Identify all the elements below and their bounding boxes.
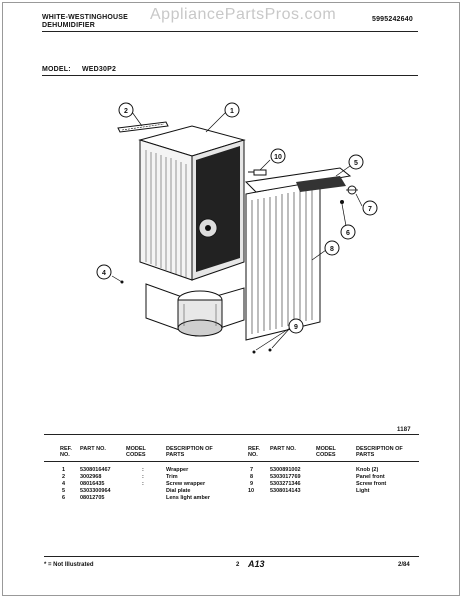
revision-date: 2/84	[398, 562, 410, 568]
header-desc-left: DESCRIPTION OF PARTS	[166, 446, 213, 458]
header-part-left: PART NO.	[80, 446, 106, 452]
ref-no: 4	[62, 481, 66, 487]
light-part	[248, 169, 267, 176]
callout-1: 1	[224, 102, 240, 118]
part-no: 3002968	[80, 474, 102, 480]
callout-8: 8	[324, 240, 340, 256]
exploded-parts-diagram: 1 2 4 5 6 7 8 9 10	[96, 102, 378, 354]
part-description: Trim	[166, 474, 178, 480]
model-code: :	[142, 467, 144, 473]
model-code: :	[142, 481, 144, 487]
wrapper-part	[138, 125, 246, 281]
ref-no: 8	[250, 474, 254, 480]
callout-2: 2	[118, 102, 134, 118]
part-description: Lens light amber	[166, 495, 211, 501]
header-model-left: MODEL CODES	[126, 446, 146, 458]
part-description: Wrapper	[166, 467, 189, 473]
header-model-right: MODEL CODES	[316, 446, 336, 458]
table-header-rule	[44, 461, 419, 462]
ref-no: 6	[62, 495, 66, 501]
part-description: Light	[356, 488, 370, 494]
part-no: 5303017769	[270, 474, 301, 480]
svg-text:7: 7	[368, 206, 372, 213]
callout-10: 10	[270, 148, 286, 164]
not-illustrated-note: * = Not Illustrated	[44, 562, 94, 568]
page-border	[2, 2, 460, 596]
svg-text:6: 6	[346, 230, 350, 237]
screw-front-part-a	[252, 350, 256, 354]
part-description: Screw front	[356, 481, 387, 487]
part-description: Screw wrapper	[166, 481, 206, 487]
part-no: 5303271346	[270, 481, 301, 487]
model-label: MODEL:	[42, 66, 71, 73]
svg-text:9: 9	[294, 324, 298, 331]
svg-text:5: 5	[354, 160, 358, 167]
header-divider	[42, 31, 418, 32]
brand-name: WHITE-WESTINGHOUSE	[42, 14, 129, 21]
lens-part	[340, 200, 344, 204]
header-ref-right: REF. NO.	[248, 446, 260, 458]
part-no: 5308016467	[80, 467, 111, 473]
part-no: 5308014143	[270, 488, 301, 494]
callout-4: 4	[96, 264, 112, 280]
ref-no: 5	[62, 488, 66, 494]
table-top-rule	[44, 434, 419, 435]
ref-no: 2	[62, 474, 66, 480]
svg-text:8: 8	[330, 246, 334, 253]
page-code: A13	[248, 559, 265, 569]
front-panel-part	[245, 179, 321, 341]
svg-text:4: 4	[102, 270, 106, 277]
header-desc-right: DESCRIPTION OF PARTS	[356, 446, 403, 458]
header-part-right: PART NO.	[270, 446, 296, 452]
part-no: 08016435	[80, 481, 105, 487]
svg-text:10: 10	[274, 154, 282, 161]
product-name: DEHUMIDIFIER	[42, 22, 95, 29]
compressor-base	[145, 283, 245, 337]
header-ref-left: REF. NO.	[60, 446, 72, 458]
part-description: Dial plate	[166, 488, 191, 494]
figure-reference: 1187	[397, 427, 411, 433]
ref-no: 1	[62, 467, 66, 473]
part-no: 5303300964	[80, 488, 111, 494]
callout-7: 7	[362, 200, 378, 216]
svg-text:2: 2	[124, 108, 128, 115]
watermark: AppliancePartsPros.com	[150, 6, 337, 23]
part-description: Panel front	[356, 474, 385, 480]
callout-6: 6	[340, 224, 356, 240]
model-value: WED30P2	[82, 66, 117, 73]
knob-part	[346, 185, 358, 195]
page-number: 2	[236, 562, 240, 568]
ref-no: 7	[250, 467, 254, 473]
svg-text:1: 1	[230, 108, 234, 115]
model-code: :	[142, 474, 144, 480]
part-description: Knob (2)	[356, 467, 379, 473]
part-no: 08012705	[80, 495, 105, 501]
dial-plate-part	[244, 167, 352, 193]
ref-no: 10	[248, 488, 255, 494]
footer-rule	[44, 556, 419, 557]
part-no: 5300891002	[270, 467, 301, 473]
callout-9: 9	[288, 318, 304, 334]
callout-5: 5	[348, 154, 364, 170]
model-divider	[42, 75, 418, 76]
publication-number: 5995242640	[372, 16, 413, 23]
ref-no: 9	[250, 481, 254, 487]
screw-front-part-b	[268, 348, 272, 352]
trim-part	[117, 121, 169, 133]
